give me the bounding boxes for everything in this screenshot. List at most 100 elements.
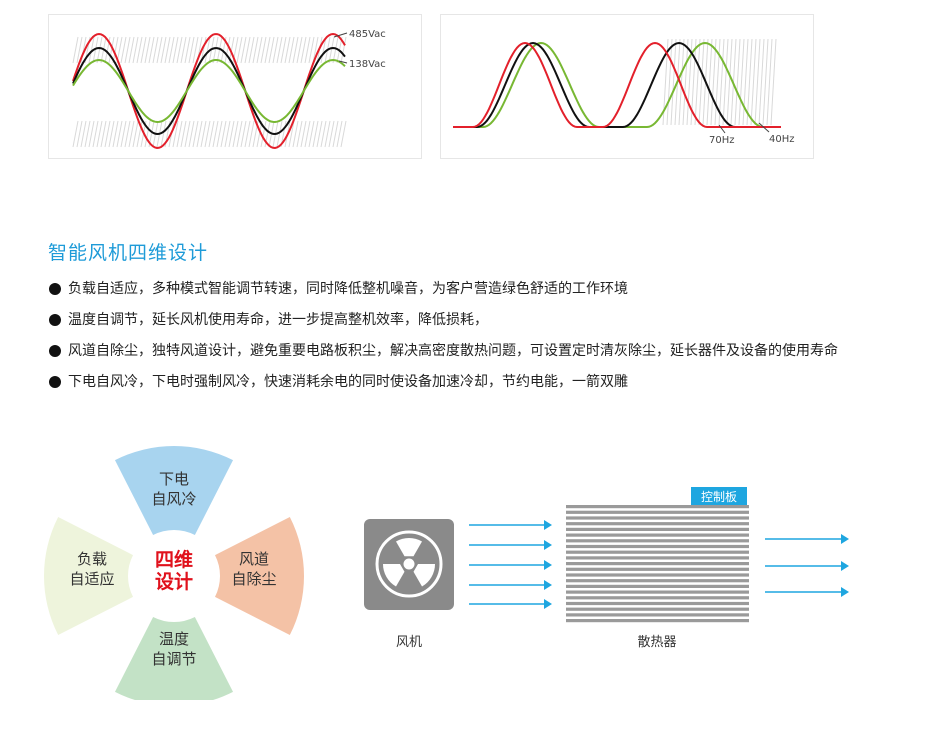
hatch-line	[200, 120, 207, 148]
control-board-label: 控制板	[701, 490, 737, 504]
hatch-line	[698, 38, 705, 126]
hatch-line	[216, 120, 223, 148]
arrow-head	[544, 580, 552, 590]
hatch-line	[172, 36, 179, 64]
hatch-line	[196, 120, 203, 148]
hatch-line	[666, 38, 673, 126]
hatch-line	[144, 120, 151, 148]
four-dimension-diagram: 下电 自风冷 负载 自适应 风道 自除尘 温度 自调节 四维 设计	[43, 446, 304, 700]
hatch-line	[308, 120, 315, 148]
hatch-line	[172, 120, 179, 148]
hatch-line	[232, 120, 239, 148]
hatch-line	[188, 120, 195, 148]
feature-text: 风道自除尘，独特风道设计，避免重要电路板积尘，解决高密度散热问题，可设置定时清灰…	[68, 343, 838, 359]
heatsink-fin	[566, 544, 749, 549]
hatch-line	[88, 120, 95, 148]
center-label-line2: 设计	[155, 571, 193, 593]
hatch-line	[224, 36, 231, 64]
heatsink-fin	[566, 619, 749, 623]
hatch-line	[340, 36, 347, 64]
hatch-line	[212, 36, 219, 64]
hatch-line	[92, 120, 99, 148]
hatch-line	[284, 36, 291, 64]
label-485vac: 485Vac	[349, 29, 386, 40]
hatch-line	[108, 120, 115, 148]
heatsink-fin	[566, 533, 749, 537]
airflow-arrows-out	[765, 534, 849, 597]
hatch-line	[762, 38, 769, 126]
hatch-line	[188, 36, 195, 64]
hatch-line	[264, 36, 271, 64]
hatch-line	[228, 120, 235, 148]
hatch-line	[132, 36, 139, 64]
hatch-line	[288, 36, 295, 64]
hatch-line	[208, 120, 215, 148]
hatch-line	[292, 120, 299, 148]
heatsink-fin	[566, 516, 749, 520]
fan-blade	[413, 564, 435, 587]
heatsink-fin	[566, 567, 749, 571]
hatch-line	[88, 36, 95, 64]
hatch-line	[260, 36, 267, 64]
control-board-tag	[691, 487, 747, 505]
hatch-line	[180, 120, 187, 148]
hatch-line	[292, 36, 299, 64]
hatch-line	[312, 120, 319, 148]
hatch-line	[124, 36, 131, 64]
hatch-line	[248, 36, 255, 64]
wave-red	[72, 32, 346, 150]
heatsink-fin	[566, 613, 749, 617]
heatsink-fin	[566, 550, 749, 554]
hatch-line	[758, 38, 765, 126]
wave-black	[72, 46, 346, 136]
arrow-head	[544, 540, 552, 550]
hatch-line	[336, 120, 343, 148]
hatch-line	[300, 120, 307, 148]
hatch-line	[276, 36, 283, 64]
petal-top	[114, 446, 234, 536]
frequency-waveform-panel: 70Hz 40Hz	[440, 14, 814, 159]
hatch-line	[136, 36, 143, 64]
hatch-line	[112, 120, 119, 148]
hatch-line	[300, 36, 307, 64]
hatch-line	[316, 120, 323, 148]
bullet-icon	[49, 376, 61, 388]
hatch-line	[256, 36, 263, 64]
petal-right-line1: 风道	[239, 550, 269, 568]
fan-hub	[403, 558, 415, 570]
arrow-head	[544, 520, 552, 530]
heatsink	[566, 505, 749, 623]
hatch-line	[670, 38, 677, 126]
heatsink-fins	[566, 505, 749, 623]
hatch-line	[256, 120, 263, 148]
feature-item-dust: 风道自除尘，独特风道设计，避免重要电路板积尘，解决高密度散热问题，可设置定时清灰…	[48, 340, 868, 362]
hatch-line	[92, 36, 99, 64]
heatsink-fin	[566, 596, 749, 600]
hatch-line	[706, 38, 713, 126]
petal-bottom	[114, 616, 234, 700]
fan-ring	[375, 530, 443, 598]
hatch-line	[116, 120, 123, 148]
hatch-line	[156, 36, 163, 64]
hatch-line	[216, 36, 223, 64]
hatch-line	[308, 36, 315, 64]
label-40hz: 40Hz	[769, 134, 795, 145]
wave-red	[453, 41, 781, 128]
hatch-line	[164, 36, 171, 64]
bullet-icon	[49, 283, 61, 295]
hatch-line	[328, 36, 335, 64]
hatch-line	[148, 36, 155, 64]
hatch-line	[120, 120, 127, 148]
label-70hz: 70Hz	[709, 135, 735, 146]
airflow-diagram: 风机 控制板 散热器	[364, 487, 849, 650]
hatch-line	[722, 38, 729, 126]
feature-item-load: 负载自适应，多种模式智能调节转速，同时降低整机噪音，为客户营造绿色舒适的工作环境	[48, 278, 868, 300]
section-title: 智能风机四维设计	[48, 242, 209, 264]
hatch-line	[734, 38, 741, 126]
petal-left-line1: 负载	[77, 550, 107, 568]
hatch-line	[280, 36, 287, 64]
hatch-line	[168, 36, 175, 64]
hatch-line	[84, 120, 91, 148]
hatch-line	[192, 36, 199, 64]
hatch-line	[324, 120, 331, 148]
